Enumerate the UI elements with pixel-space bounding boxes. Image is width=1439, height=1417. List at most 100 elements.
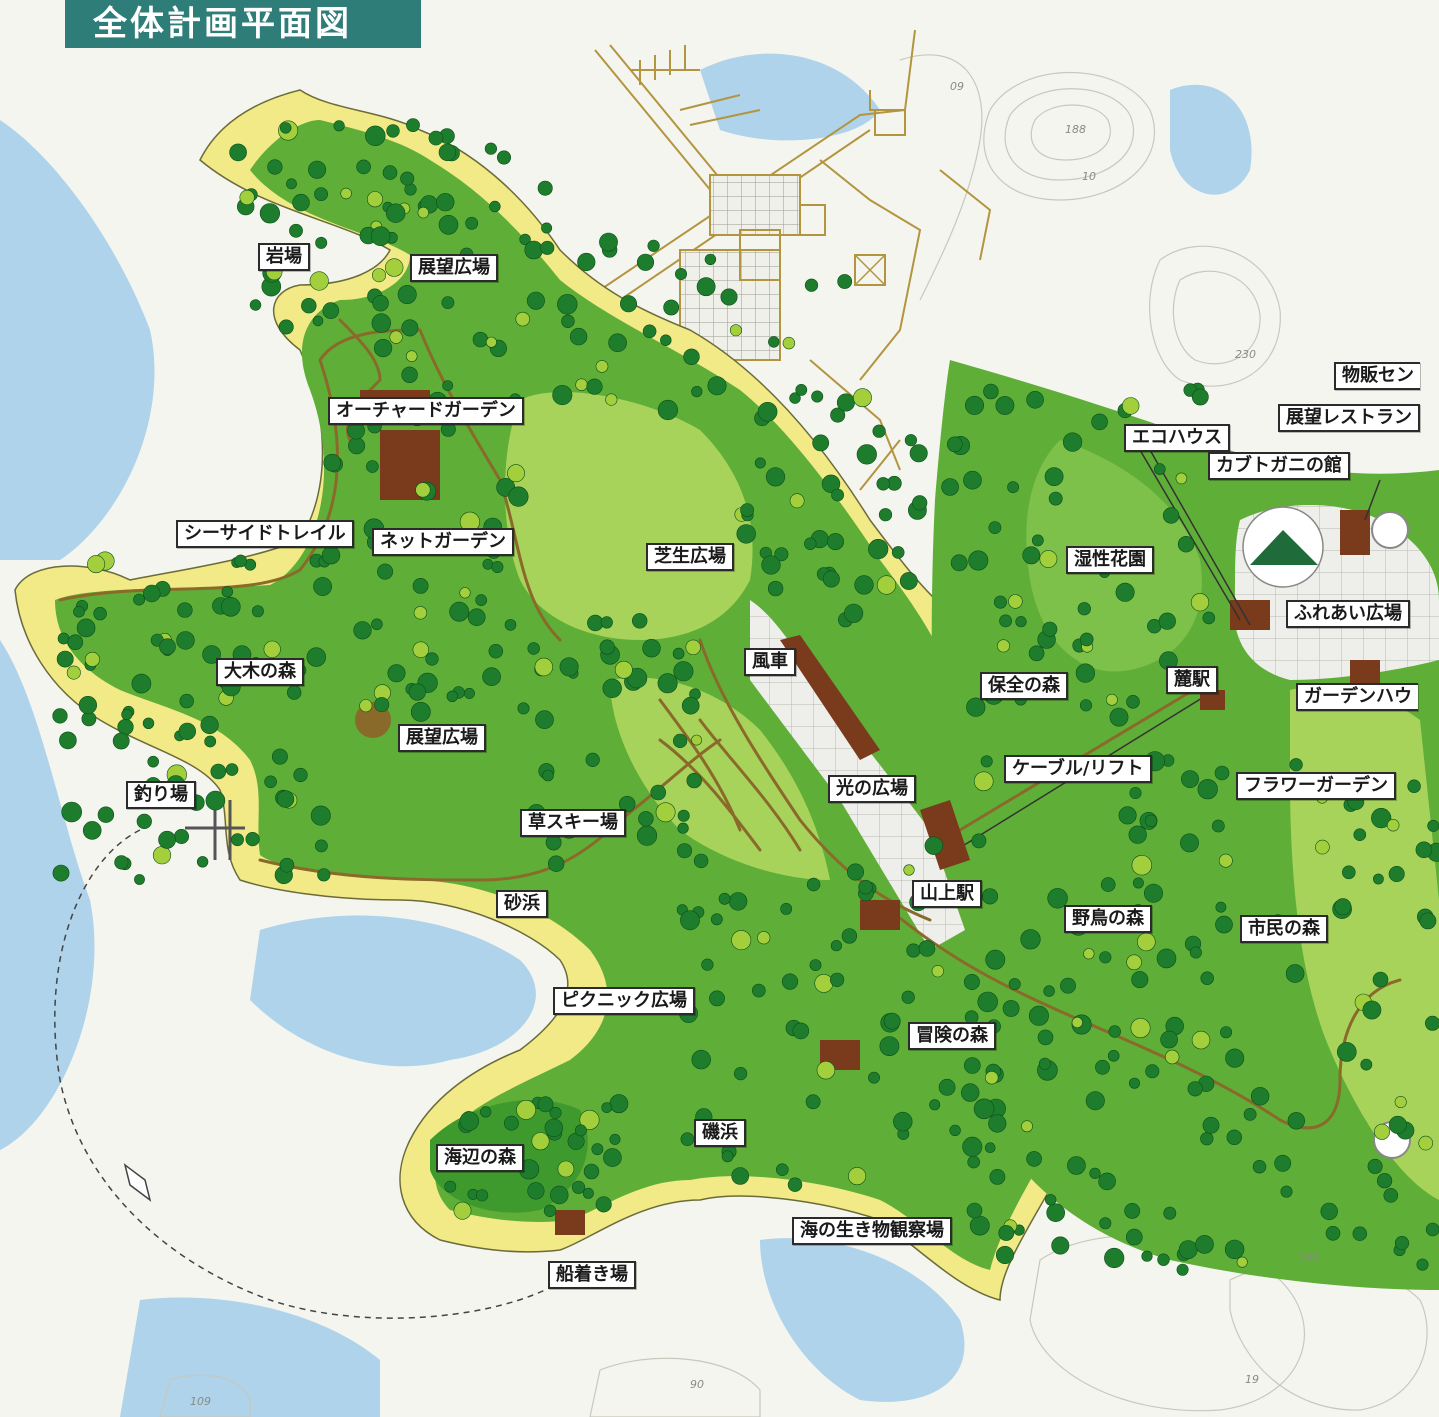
tree bbox=[504, 619, 517, 631]
tree bbox=[950, 554, 968, 572]
tree bbox=[663, 299, 680, 316]
tree bbox=[1129, 1077, 1141, 1089]
tree bbox=[544, 1118, 563, 1138]
tree bbox=[1211, 819, 1225, 833]
tree bbox=[377, 563, 394, 580]
tree bbox=[136, 813, 152, 830]
tree bbox=[372, 295, 389, 312]
tree bbox=[463, 687, 475, 699]
tree bbox=[903, 864, 915, 876]
label-fumoto-eki: 麓駅 bbox=[1166, 666, 1218, 694]
tree bbox=[809, 959, 822, 971]
tree bbox=[1352, 1226, 1368, 1241]
tree bbox=[740, 503, 754, 517]
tree bbox=[312, 315, 324, 327]
tree bbox=[918, 940, 936, 957]
tree bbox=[537, 180, 553, 196]
tree bbox=[681, 696, 700, 715]
tree bbox=[1407, 779, 1421, 793]
label-taiboku-no-mori: 大木の森 bbox=[216, 658, 304, 686]
tree bbox=[789, 392, 801, 404]
tree bbox=[569, 327, 588, 346]
tree bbox=[609, 1094, 629, 1114]
tree bbox=[370, 226, 391, 246]
tree bbox=[496, 150, 511, 165]
tree bbox=[323, 453, 342, 472]
tree bbox=[680, 1132, 695, 1146]
tree bbox=[389, 330, 403, 344]
tree bbox=[729, 324, 742, 337]
tree bbox=[315, 236, 328, 249]
tree bbox=[949, 1124, 961, 1137]
tree bbox=[287, 685, 302, 700]
tree bbox=[472, 331, 489, 348]
tree bbox=[1418, 1135, 1433, 1151]
tree bbox=[1425, 1015, 1439, 1031]
tree bbox=[1115, 582, 1135, 602]
tree bbox=[1044, 467, 1064, 487]
tree bbox=[1178, 1240, 1198, 1260]
tree bbox=[686, 772, 702, 789]
tree bbox=[264, 775, 277, 789]
tree bbox=[196, 856, 209, 868]
tree bbox=[983, 383, 999, 400]
tree bbox=[1337, 1042, 1357, 1062]
tree bbox=[310, 805, 331, 826]
tree bbox=[263, 640, 281, 658]
tree bbox=[1046, 1203, 1065, 1222]
tree bbox=[718, 892, 731, 905]
tree bbox=[1129, 786, 1142, 799]
tree bbox=[436, 193, 455, 212]
tree bbox=[691, 1049, 711, 1070]
tree bbox=[1160, 1030, 1178, 1049]
tree bbox=[626, 667, 648, 689]
tree bbox=[142, 717, 155, 729]
tree bbox=[605, 393, 618, 406]
contour-lines bbox=[159, 54, 1428, 1417]
tree bbox=[1098, 1172, 1116, 1191]
tree bbox=[795, 383, 808, 396]
tree bbox=[353, 621, 372, 640]
tree bbox=[415, 482, 431, 498]
tree bbox=[599, 639, 615, 655]
tree bbox=[475, 594, 488, 606]
tree bbox=[891, 546, 905, 559]
label-buppan-center: 物販セン bbox=[1334, 362, 1420, 390]
tree bbox=[603, 1148, 622, 1167]
tree bbox=[647, 239, 660, 252]
tree bbox=[467, 608, 486, 627]
label-tenbou-restaurant: 展望レストラン bbox=[1278, 404, 1420, 432]
tree bbox=[599, 232, 618, 252]
tree bbox=[657, 673, 678, 694]
tree bbox=[924, 836, 943, 855]
tree bbox=[178, 722, 197, 741]
sea-areas bbox=[0, 53, 1252, 1417]
tree bbox=[87, 555, 106, 574]
tree bbox=[406, 118, 420, 132]
tree bbox=[1162, 507, 1180, 524]
tree bbox=[780, 903, 793, 915]
tree bbox=[757, 931, 771, 945]
tree bbox=[134, 874, 145, 885]
tree bbox=[767, 580, 784, 597]
label-umibe-no-mori: 海辺の森 bbox=[436, 1144, 524, 1172]
tree bbox=[761, 555, 781, 575]
tree bbox=[981, 888, 999, 905]
label-funatsukiba: 船着き場 bbox=[548, 1261, 636, 1289]
tree bbox=[221, 596, 241, 617]
tree bbox=[453, 1201, 472, 1220]
tree bbox=[366, 460, 379, 473]
tree bbox=[1044, 1194, 1057, 1206]
tree bbox=[868, 538, 889, 560]
tree bbox=[899, 572, 918, 590]
tree bbox=[61, 801, 82, 823]
tree bbox=[121, 708, 133, 721]
tree bbox=[1243, 1108, 1257, 1121]
tree bbox=[829, 972, 845, 987]
tree bbox=[1164, 1049, 1180, 1065]
tree bbox=[322, 302, 340, 319]
tree bbox=[728, 892, 748, 911]
label-hozen-no-mori: 保全の森 bbox=[980, 672, 1068, 700]
tree bbox=[1008, 978, 1021, 991]
tree bbox=[1020, 929, 1041, 950]
